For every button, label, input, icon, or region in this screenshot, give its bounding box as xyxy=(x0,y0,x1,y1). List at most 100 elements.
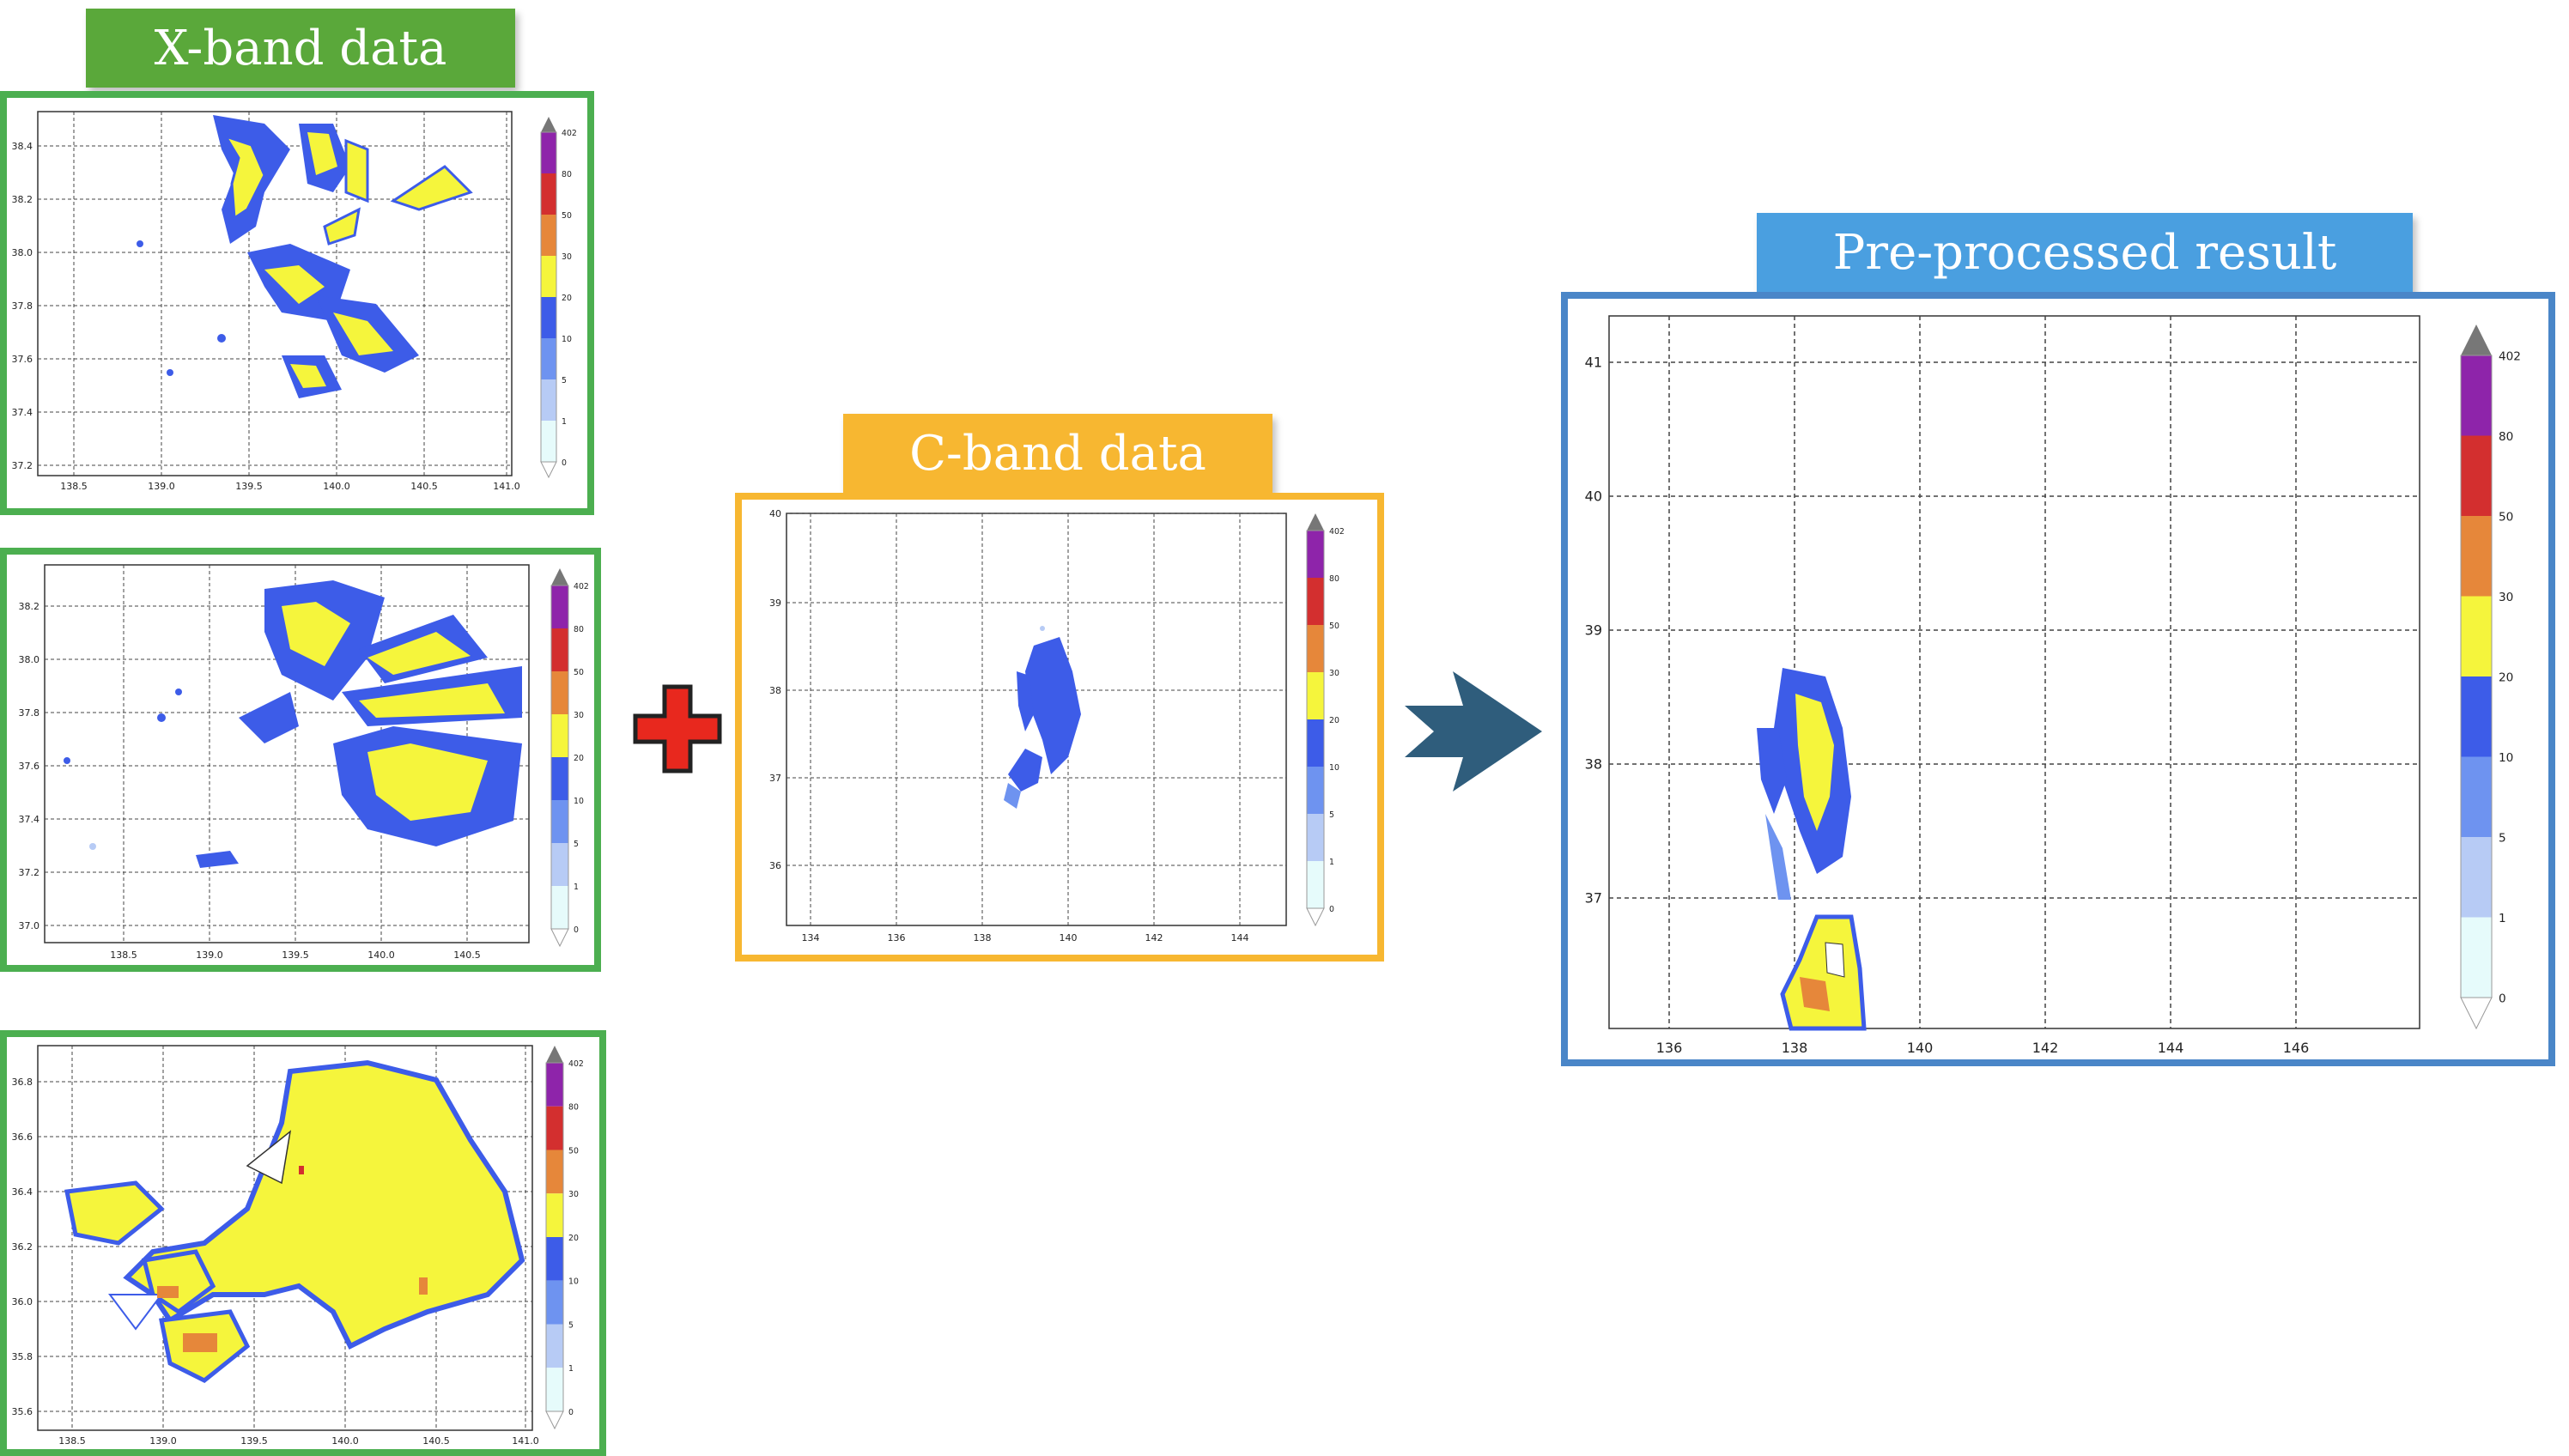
x1-xtick: 141.0 xyxy=(493,481,520,492)
r-colorbar-level: 10 xyxy=(2499,751,2513,765)
x3-colorbar-level: 1 xyxy=(568,1364,574,1374)
x1-colorbar-level: 80 xyxy=(562,170,572,179)
x2-colorbar-swatch xyxy=(551,757,568,800)
x3-xtick: 138.5 xyxy=(58,1435,86,1447)
x3-ytick: 35.6 xyxy=(12,1406,33,1417)
x2-colorbar-level: 50 xyxy=(574,668,584,677)
arrow-right-icon xyxy=(1405,671,1542,792)
result-label: Pre-processed result xyxy=(1757,213,2413,292)
x1-colorbar-swatch xyxy=(541,215,556,256)
r-colorbar-swatch xyxy=(2461,756,2492,837)
c-colorbar-level: 80 xyxy=(1329,574,1339,584)
x2-ytick: 37.8 xyxy=(19,707,40,719)
x3-xtick: 140.5 xyxy=(422,1435,450,1447)
r-colorbar-level: 0 xyxy=(2499,992,2506,1006)
x1-ytick: 37.4 xyxy=(12,407,33,418)
x3-colorbar-swatch xyxy=(546,1150,563,1194)
x1-colorbar-swatch xyxy=(541,421,556,462)
c-colorbar-extend-max xyxy=(1307,513,1324,531)
x3-xtick: 141.0 xyxy=(512,1435,539,1447)
c-colorbar-level: 1 xyxy=(1329,858,1334,867)
x1-colorbar-swatch xyxy=(541,379,556,421)
x1-ytick: 37.6 xyxy=(12,354,33,365)
x1-xtick: 140.5 xyxy=(410,481,438,492)
x3-ytick: 36.8 xyxy=(12,1077,33,1088)
x2-colorbar-swatch xyxy=(551,671,568,714)
x3-colorbar-swatch xyxy=(546,1106,563,1150)
r-ytick: 40 xyxy=(1585,488,1602,505)
x3-colorbar-swatch xyxy=(546,1193,563,1237)
x3-colorbar-swatch xyxy=(546,1237,563,1281)
x2-ytick: 37.0 xyxy=(19,920,40,931)
x1-colorbar-level: 20 xyxy=(562,294,572,303)
c-colorbar-swatch xyxy=(1307,814,1324,861)
c-colorbar-extend-min xyxy=(1306,907,1325,927)
c-colorbar-swatch xyxy=(1307,719,1324,767)
x3-colorbar-level: 402 xyxy=(568,1059,584,1069)
x3-colorbar-level: 5 xyxy=(568,1320,574,1330)
x2-ytick: 37.6 xyxy=(19,761,40,772)
x2-ytick: 37.4 xyxy=(19,814,40,825)
r-colorbar-level: 5 xyxy=(2499,832,2506,846)
r-xtick: 142 xyxy=(2032,1040,2059,1056)
r-colorbar-extend-max xyxy=(2461,325,2492,355)
r-ytick: 39 xyxy=(1585,622,1602,639)
x3-ytick: 36.0 xyxy=(12,1296,33,1307)
c-colorbar-level: 5 xyxy=(1329,810,1334,820)
x1-colorbar-level: 10 xyxy=(562,335,572,344)
x1-colorbar-level: 5 xyxy=(562,376,567,385)
x1-colorbar-swatch xyxy=(541,132,556,173)
c-colorbar-level: 50 xyxy=(1329,622,1339,631)
r-colorbar-swatch xyxy=(2461,917,2492,998)
x1-colorbar-swatch xyxy=(541,338,556,379)
x1-xtick: 139.5 xyxy=(235,481,263,492)
x2-colorbar-level: 30 xyxy=(574,711,584,720)
x1-ytick: 38.2 xyxy=(12,194,33,205)
c-colorbar-level: 0 xyxy=(1329,905,1334,914)
c-xtick: 136 xyxy=(888,932,906,943)
x3-colorbar-swatch xyxy=(546,1324,563,1368)
c-colorbar-level: 20 xyxy=(1329,716,1339,725)
c-ytick: 38 xyxy=(769,685,781,696)
r-colorbar-swatch xyxy=(2461,435,2492,516)
r-xtick: 144 xyxy=(2158,1040,2184,1056)
r-colorbar-swatch xyxy=(2461,596,2492,676)
x2-xtick: 139.0 xyxy=(196,949,223,961)
x2-colorbar-level: 0 xyxy=(574,925,579,935)
x2-colorbar-level: 80 xyxy=(574,625,584,634)
x3-colorbar-swatch xyxy=(546,1368,563,1411)
x3-colorbar-level: 50 xyxy=(568,1146,579,1156)
x1-colorbar-swatch xyxy=(541,297,556,338)
r-ytick: 38 xyxy=(1585,756,1602,773)
x3-xtick: 139.0 xyxy=(149,1435,177,1447)
x3-xtick: 139.5 xyxy=(240,1435,268,1447)
r-colorbar-level: 402 xyxy=(2499,350,2521,364)
c-colorbar-swatch xyxy=(1307,672,1324,719)
c-colorbar-swatch xyxy=(1307,767,1324,814)
c-colorbar-level: 30 xyxy=(1329,669,1339,678)
c-colorbar-level: 402 xyxy=(1329,527,1345,537)
x3-colorbar-level: 30 xyxy=(568,1190,579,1199)
xband-map-1-echoes xyxy=(137,115,473,398)
r-ytick: 37 xyxy=(1585,890,1602,907)
x2-colorbar-level: 20 xyxy=(574,754,584,763)
x3-colorbar-level: 20 xyxy=(568,1234,579,1243)
x2-xtick: 140.0 xyxy=(367,949,395,961)
x2-colorbar-extend-min xyxy=(550,928,569,948)
r-colorbar-swatch xyxy=(2461,516,2492,597)
xband-map-3-echoes xyxy=(64,1059,525,1383)
xband-label: X-band data xyxy=(86,9,515,88)
r-colorbar-level: 80 xyxy=(2499,430,2513,444)
x1-ytick: 38.0 xyxy=(12,247,33,258)
x3-ytick: 35.8 xyxy=(12,1351,33,1362)
r-colorbar-level: 1 xyxy=(2499,912,2506,925)
x1-colorbar-extend-min xyxy=(540,461,557,479)
x1-colorbar-swatch xyxy=(541,173,556,215)
